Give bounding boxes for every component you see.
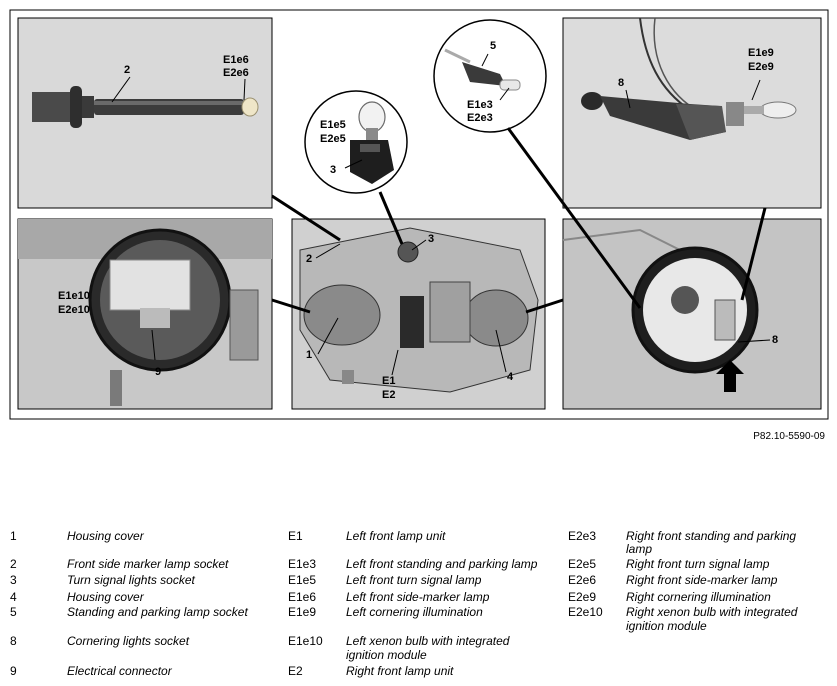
callout-e1e6: E1e6	[223, 54, 249, 66]
callout-4: 4	[507, 371, 514, 383]
legend-text: Left front turn signal lamp	[346, 573, 482, 587]
callout-e2: E2	[382, 389, 395, 401]
legend-code: 3	[10, 573, 17, 587]
callout-e1e9: E1e9	[748, 47, 774, 59]
legend-text: Electrical connector	[67, 664, 172, 678]
callout-e1e5: E1e5	[320, 119, 346, 131]
legend-text: Right front standing and parking	[626, 529, 797, 543]
callout-e1: E1	[382, 375, 395, 387]
legend-code: E2	[288, 664, 303, 678]
callout-3-assembly: 3	[428, 233, 434, 245]
callout-3-detail: 3	[330, 164, 336, 176]
figure-reference: P82.10-5590-09	[753, 431, 825, 442]
legend-text: Front side marker lamp socket	[67, 557, 229, 571]
legend-text: Right front side-marker lamp	[626, 573, 778, 587]
legend-code: E1e5	[288, 573, 317, 587]
legend-code: E1e10	[288, 634, 323, 648]
panel-side-marker-socket: 2 E1e6 E2e6	[17, 17, 273, 209]
panel-electrical-connector: E1e10 E2e10 9	[17, 218, 273, 410]
legend-text: Right cornering illumination	[626, 590, 771, 604]
callout-e2e3: E2e3	[467, 112, 493, 124]
circle-standing-lamp-socket: 5 E1e3 E2e3	[433, 19, 547, 133]
legend-code: E1e3	[288, 557, 317, 571]
legend-code: 8	[10, 634, 17, 648]
legend-text: Standing and parking lamp socket	[67, 605, 248, 619]
legend-code: E2e10	[568, 605, 603, 619]
callout-8-housing: 8	[772, 334, 778, 346]
panel-headlamp-assembly: 2 3 1 4 E1 E2	[291, 218, 546, 410]
legend-text: Housing cover	[67, 529, 144, 543]
callout-9: 9	[155, 366, 161, 378]
legend-text: Right xenon bulb with integrated	[626, 605, 798, 619]
callout-1: 1	[306, 349, 312, 361]
callout-e2e9: E2e9	[748, 61, 774, 73]
legend-text: Left front standing and parking lamp	[346, 557, 538, 571]
callout-e1e3: E1e3	[467, 99, 493, 111]
callout-e1e10: E1e10	[58, 290, 90, 302]
legend-code: E2e5	[568, 557, 597, 571]
legend-code: 5	[10, 605, 17, 619]
legend-text-cont: ignition module	[626, 619, 707, 633]
legend-text: Right front turn signal lamp	[626, 557, 770, 571]
legend-text: Left front side-marker lamp	[346, 590, 490, 604]
callout-5: 5	[490, 40, 496, 52]
panel-cornering-socket: 8 E1e9 E2e9	[562, 17, 822, 209]
callout-8-detail: 8	[618, 77, 624, 89]
legend-text: Housing cover	[67, 590, 144, 604]
legend-text: Turn signal lights socket	[67, 573, 195, 587]
legend-code: 2	[10, 557, 17, 571]
legend-text: Cornering lights socket	[67, 634, 190, 648]
legend-text: Left xenon bulb with integrated	[346, 634, 510, 648]
legend-text-cont: ignition module	[346, 648, 427, 662]
legend-code: E2e9	[568, 590, 597, 604]
legend-code: 1	[10, 529, 17, 543]
legend-code: 9	[10, 664, 17, 678]
legend-text: Left front lamp unit	[346, 529, 446, 543]
legend-text: Right front lamp unit	[346, 664, 454, 678]
callout-e2e10: E2e10	[58, 304, 90, 316]
callout-e2e6: E2e6	[223, 67, 249, 79]
leader-lines	[271, 127, 767, 314]
legend-code: E1e6	[288, 590, 317, 604]
legend-text: Left cornering illumination	[346, 605, 483, 619]
legend-code: E2e3	[568, 529, 597, 543]
callout-e2e5: E2e5	[320, 133, 346, 145]
panel-cornering-housing: 8	[562, 218, 822, 410]
legend-code: E1	[288, 529, 303, 543]
circle-turn-signal-socket: E1e5 E2e5 3	[304, 90, 408, 194]
legend-code: E2e6	[568, 573, 597, 587]
legend-code: 4	[10, 590, 17, 604]
callout-2-assembly: 2	[306, 253, 312, 265]
callout-2: 2	[124, 64, 130, 76]
headlamp-figure: 2 E1e6 E2e6 E1e5 E2e5 3 5 E1e3 E2e3	[9, 9, 829, 420]
legend-text-cont: lamp	[626, 542, 653, 556]
legend-code: E1e9	[288, 605, 317, 619]
